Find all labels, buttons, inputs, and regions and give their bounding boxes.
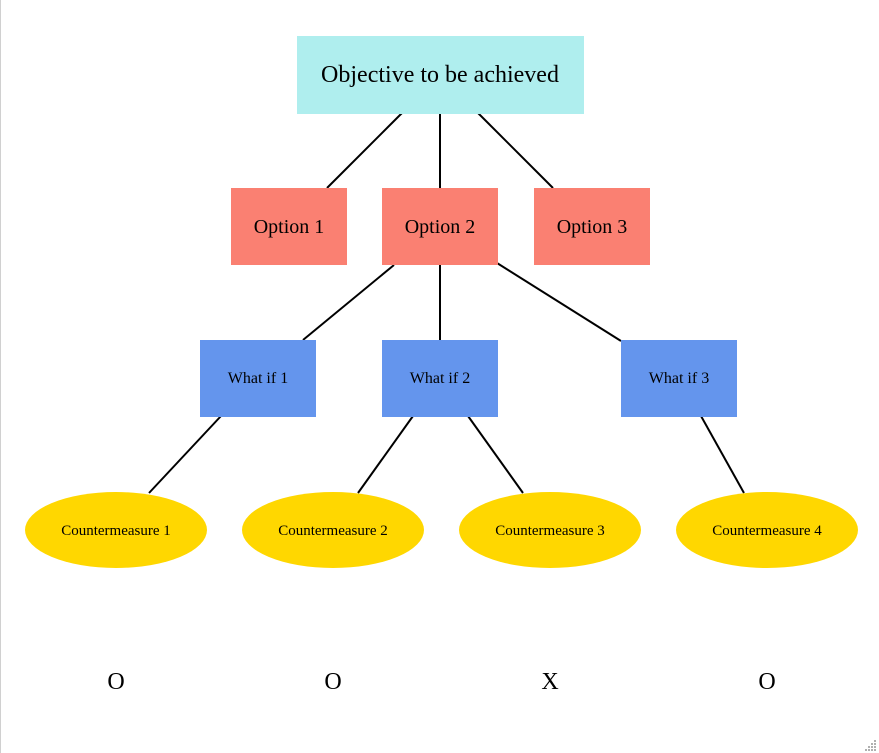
countermeasure-node-label: Countermeasure 2 [278, 523, 388, 539]
countermeasure-node-shape [676, 492, 858, 568]
whatif-node-label: What if 1 [228, 370, 288, 387]
root-node-label: Objective to be achieved [321, 62, 559, 88]
page-edge [0, 0, 1, 753]
countermeasure-node-label: Countermeasure 1 [61, 523, 171, 539]
whatif-node-2[interactable]: What if 2 [382, 340, 498, 417]
countermeasure-node-label: Countermeasure 3 [495, 523, 605, 539]
resize-grip-icon[interactable] [865, 739, 877, 751]
edge-whatif-2-countermeasure-2 [357, 415, 414, 494]
edge-option-2-whatif-1 [302, 264, 395, 341]
result-mark-2: O [324, 669, 341, 695]
edge-root-option-3 [477, 112, 554, 189]
whatif-node-1[interactable]: What if 1 [200, 340, 316, 417]
edge-whatif-3-countermeasure-4 [700, 415, 745, 494]
option-node-3[interactable]: Option 3 [534, 188, 650, 265]
option-node-box [382, 188, 498, 265]
countermeasure-node-3[interactable]: Countermeasure 3 [459, 492, 641, 568]
root-node[interactable]: Objective to be achieved [297, 36, 584, 114]
edge-root-option-1 [326, 112, 403, 189]
edge-whatif-1-countermeasure-1 [148, 415, 222, 494]
edges [148, 112, 745, 494]
countermeasure-node-2[interactable]: Countermeasure 2 [242, 492, 424, 568]
option-node-1[interactable]: Option 1 [231, 188, 347, 265]
whatif-node-box [382, 340, 498, 417]
countermeasure-node-1[interactable]: Countermeasure 1 [25, 492, 207, 568]
whatif-node-box [200, 340, 316, 417]
option-node-label: Option 3 [557, 216, 628, 238]
edge-whatif-2-countermeasure-3 [467, 415, 524, 494]
countermeasure-node-label: Countermeasure 4 [712, 523, 822, 539]
option-node-box [231, 188, 347, 265]
result-mark-4: O [758, 669, 775, 695]
root-node-box [297, 36, 584, 114]
whatif-node-label: What if 3 [649, 370, 709, 387]
option-node-label: Option 1 [254, 216, 325, 238]
countermeasure-node-shape [242, 492, 424, 568]
countermeasure-node-shape [25, 492, 207, 568]
whatif-node-label: What if 2 [410, 370, 470, 387]
option-node-label: Option 2 [405, 216, 476, 238]
edge-option-2-whatif-3 [496, 262, 622, 342]
whatif-node-box [621, 340, 737, 417]
option-node-2[interactable]: Option 2 [382, 188, 498, 265]
result-mark-1: O [107, 669, 124, 695]
whatif-node-3[interactable]: What if 3 [621, 340, 737, 417]
countermeasure-node-shape [459, 492, 641, 568]
result-mark-3: X [541, 669, 558, 695]
countermeasure-node-4[interactable]: Countermeasure 4 [676, 492, 858, 568]
option-node-box [534, 188, 650, 265]
